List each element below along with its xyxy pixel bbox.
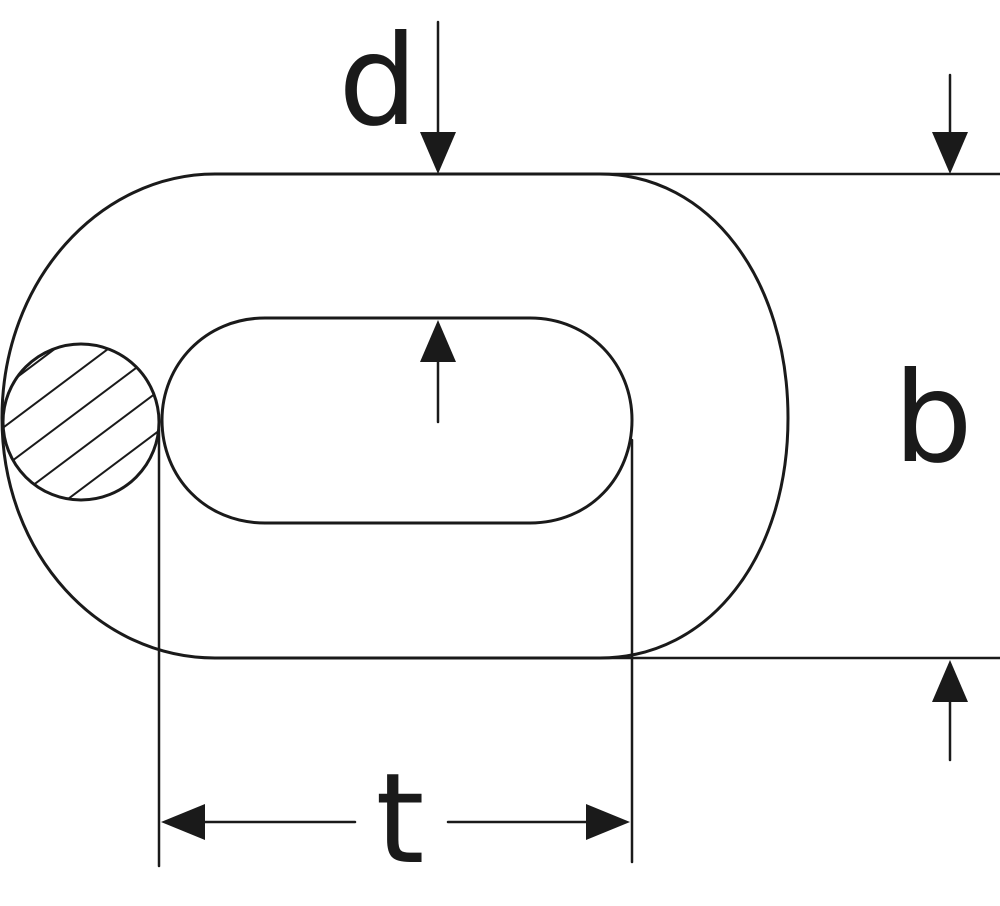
label-d: d [338,9,417,154]
outer-link-outline [0,172,790,660]
b-arrowhead-up [932,660,968,702]
t-arrowhead-right [586,804,630,840]
t-arrowhead-left [161,804,205,840]
inner-link-opening [160,316,634,525]
wire-cross-section [1,342,161,502]
d-arrowhead-down [420,132,456,174]
cross-section-hatching [3,344,159,500]
label-b: b [893,346,972,491]
label-t: t [375,747,424,892]
b-arrowhead-down [932,132,968,174]
d-arrowhead-up [420,320,456,362]
